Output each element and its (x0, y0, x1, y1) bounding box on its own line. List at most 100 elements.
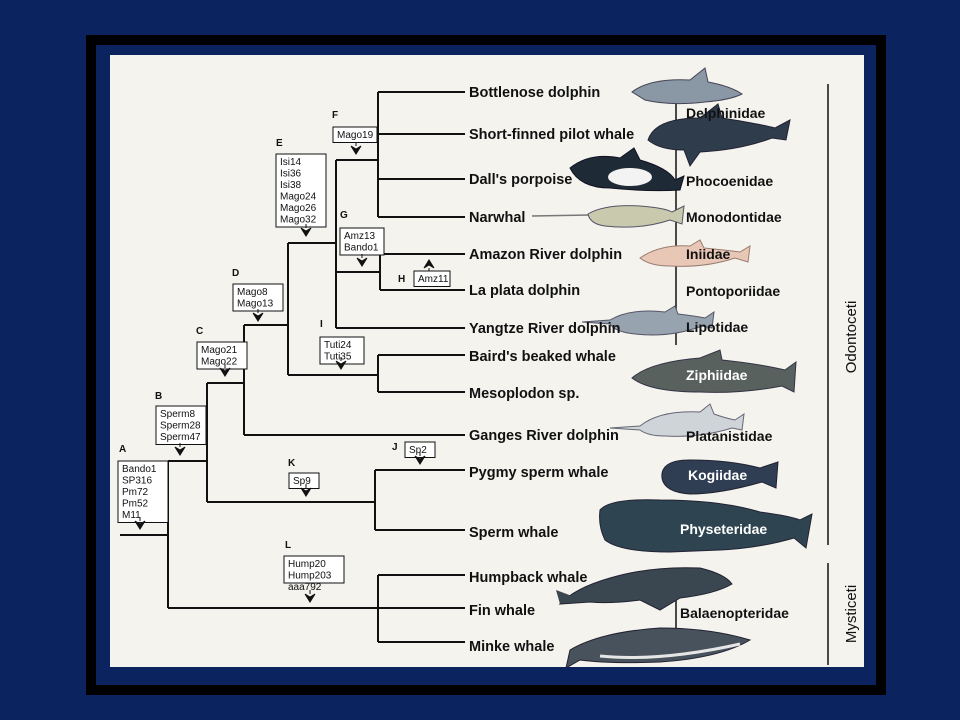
marker-arrow (300, 224, 312, 237)
marker-box (288, 472, 320, 489)
node-letter: L (285, 540, 291, 551)
family-label: Pontoporiidae (686, 283, 780, 299)
marker-name: Mago24 (280, 192, 317, 203)
marker-arrow (356, 254, 368, 267)
marker-name: Isi36 (280, 169, 302, 180)
family-label: Platanistidae (686, 428, 773, 444)
humpback-whale-icon (556, 567, 733, 611)
family-label: Kogiidae (688, 467, 747, 483)
species-label: Narwhal (469, 210, 525, 226)
marker-box (332, 126, 378, 143)
marker-box (413, 270, 451, 287)
species-label: Bottlenose dolphin (469, 85, 600, 101)
ganges-river-dolphin-icon (609, 403, 745, 437)
marker-arrow (335, 357, 347, 370)
marker-name: Mago22 (201, 357, 238, 368)
marker-name: Bando1 (344, 243, 379, 254)
marker-arrow (134, 517, 146, 530)
species-label: La plata dolphin (469, 283, 580, 299)
species-label: Fin whale (469, 603, 535, 619)
marker-name: Mago32 (280, 215, 317, 226)
marker-name: Tuti24 (324, 340, 352, 351)
marker-arrow (174, 443, 186, 456)
marker-arrow (423, 259, 435, 271)
sperm-whale-icon (599, 499, 813, 553)
family-label: Delphinidae (686, 105, 766, 121)
marker-name: Mago26 (280, 203, 317, 214)
marker-arrow (414, 452, 426, 465)
marker-name: Sperm8 (160, 409, 195, 420)
whale-illustrations (531, 67, 813, 669)
bairds-beaked-whale-icon (631, 349, 797, 393)
amazon-river-dolphin-icon (639, 239, 751, 267)
family-label: Ziphiidae (686, 367, 748, 383)
yangtze-river-dolphin-icon (581, 305, 715, 336)
node-letter: C (196, 326, 203, 337)
marker-name: Hump20 (288, 559, 326, 570)
node-letter: D (232, 268, 239, 279)
marker-name: Sperm28 (160, 421, 201, 432)
species-label: Ganges River dolphin (469, 428, 619, 444)
bottlenose-dolphin-icon (631, 67, 743, 105)
node-letter: I (320, 319, 323, 330)
marker-box (155, 405, 207, 445)
node-letter: F (332, 110, 338, 121)
marker-name: Pm52 (122, 499, 149, 510)
marker-box (404, 441, 436, 458)
family-label: Lipotidae (686, 319, 748, 335)
marker-name: Mago19 (337, 130, 374, 141)
node-letter: B (155, 391, 162, 402)
node-F: F Mago19 (332, 110, 378, 155)
marker-arrow (350, 142, 362, 155)
marker-name: M11 (122, 510, 141, 521)
marker-box (275, 153, 327, 228)
marker-arrow (300, 484, 312, 497)
node-letter: K (288, 458, 296, 469)
marker-name: Mago21 (201, 345, 238, 356)
family-label: Physeteridae (680, 521, 767, 537)
marker-box (319, 336, 365, 365)
species-label: Humpback whale (469, 570, 587, 586)
marker-name: Isi14 (280, 157, 302, 168)
marker-name: Hump203 (288, 571, 332, 582)
node-letter: J (392, 442, 398, 453)
species-labels: Bottlenose dolphin Short-finned pilot wh… (469, 85, 634, 655)
node-letter: G (340, 210, 348, 221)
marker-name: Sperm47 (160, 432, 201, 443)
pygmy-sperm-whale-icon (661, 459, 779, 495)
family-label: Balaenopteridae (680, 605, 789, 621)
species-label: Amazon River dolphin (469, 247, 622, 263)
marker-arrow (304, 590, 316, 603)
species-label: Minke whale (469, 639, 554, 655)
marker-box (117, 460, 169, 523)
marker-name: Mago8 (237, 287, 268, 298)
marker-box (283, 555, 345, 584)
marker-box (196, 341, 248, 370)
node-letter: H (398, 274, 405, 285)
marker-name: SP316 (122, 476, 152, 487)
family-label: Monodontidae (686, 209, 782, 225)
species-label: Short-finned pilot whale (469, 127, 634, 143)
marker-name: Bando1 (122, 464, 157, 475)
marker-name: Amz13 (344, 231, 376, 242)
group-label-odontoceti: Odontoceti (843, 301, 860, 374)
node-H: H Amz11 (398, 259, 451, 287)
marker-name: aaa792 (288, 582, 322, 593)
narwhal-icon (531, 205, 685, 228)
species-label: Baird's beaked whale (469, 349, 616, 365)
pilot-whale-icon (647, 103, 791, 168)
node-letter: E (276, 138, 283, 149)
marker-name: Amz11 (418, 274, 449, 285)
family-label: Phocoenidae (686, 173, 773, 189)
species-label: Dall's porpoise (469, 172, 572, 188)
